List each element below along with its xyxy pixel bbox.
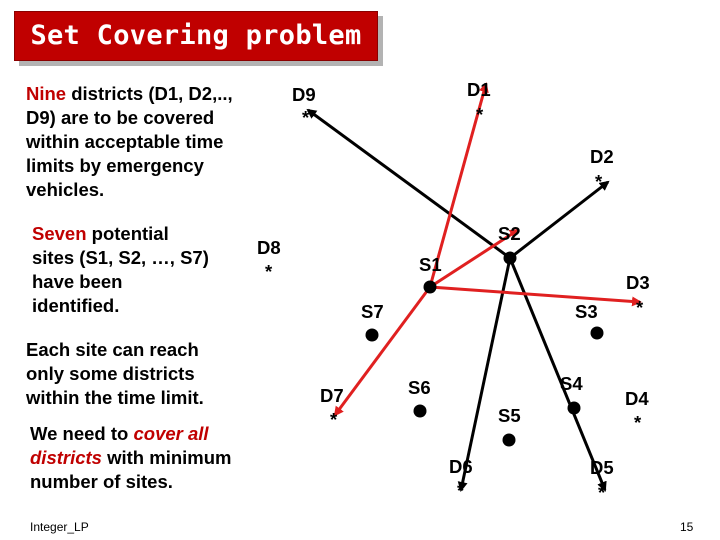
highlight-cover-all: cover all districts [30, 423, 209, 468]
arrow-s2-d9 [306, 108, 511, 260]
paragraph-seven-sites-text: potential sites (S1, S2, …, S7) have bee… [32, 223, 209, 316]
paragraph-site-reach: Each site can reach only some districts … [26, 339, 204, 408]
arrow-s1-d3 [429, 285, 642, 307]
district-star-d9: * [302, 107, 310, 128]
district-label-d4: D4 [625, 388, 649, 409]
district-star-d4: * [634, 412, 642, 433]
highlight-nine: Nine [26, 83, 67, 104]
paragraph-nine-districts: Nine districts (D1, D2,.., D9) are to be… [26, 82, 266, 202]
site-label-s2: S2 [498, 223, 521, 244]
slide-number: 15 [680, 520, 694, 534]
site-label-s7: S7 [361, 301, 384, 322]
district-star-d6: * [457, 480, 465, 501]
district-label-d9: D9 [292, 84, 316, 105]
district-star-d2: * [595, 171, 603, 192]
district-label-d3: D3 [626, 272, 650, 293]
paragraph-seven-sites: Seven potential sites (S1, S2, …, S7) ha… [32, 222, 212, 318]
paragraph-goal-post: with minimum number of sites. [30, 447, 232, 492]
district-label-d2: D2 [590, 146, 614, 167]
paragraph-nine-districts-text: districts (D1, D2,.., D9) are to be cove… [26, 83, 233, 200]
site-dot-s6 [413, 404, 427, 418]
arrow-s2-d5 [508, 257, 607, 492]
page-title: Set Covering problem [30, 20, 362, 51]
site-label-s5: S5 [498, 405, 521, 426]
arrow-s1-d7 [333, 286, 432, 417]
district-label-d7: D7 [320, 385, 344, 406]
footer-deck-name: Integer_LP [30, 520, 89, 534]
district-star-d3: * [636, 297, 644, 318]
site-dot-s1 [423, 280, 437, 294]
highlight-seven: Seven [32, 223, 87, 244]
site-dot-s5 [502, 433, 516, 447]
district-label-d8: D8 [257, 237, 281, 258]
arrow-s2-d2 [509, 180, 610, 260]
site-label-s1: S1 [419, 254, 442, 275]
site-dot-s7 [365, 328, 379, 342]
district-star-d1: * [476, 104, 484, 125]
district-label-d6: D6 [449, 456, 473, 477]
site-dot-s3 [590, 326, 604, 340]
arrow-s1-d1 [428, 82, 489, 288]
title-box: Set Covering problem [14, 11, 378, 61]
site-label-s4: S4 [560, 373, 583, 394]
district-star-d7: * [330, 409, 338, 430]
arrow-s1-s2 [429, 228, 520, 289]
site-dot-s4 [567, 401, 581, 415]
arrow-s2-d6 [457, 257, 512, 492]
district-star-d8: * [265, 261, 273, 282]
paragraph-goal: We need to cover all districts with mini… [30, 422, 260, 494]
site-dot-s2 [503, 251, 517, 265]
district-star-d5: * [598, 482, 606, 503]
district-label-d1: D1 [467, 79, 491, 100]
site-label-s3: S3 [575, 301, 598, 322]
site-label-s6: S6 [408, 377, 431, 398]
district-label-d5: D5 [590, 457, 614, 478]
paragraph-goal-pre: We need to [30, 423, 134, 444]
